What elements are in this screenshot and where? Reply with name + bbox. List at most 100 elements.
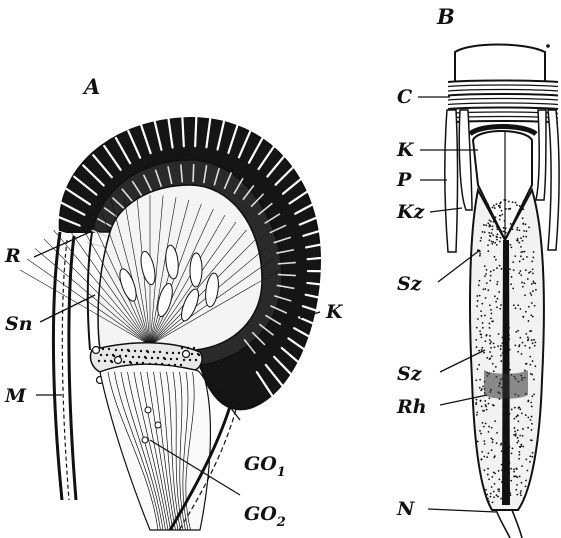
stipple-dot xyxy=(523,497,525,499)
stipple-dot xyxy=(513,418,515,420)
stipple-dot xyxy=(531,395,533,397)
stipple-dot xyxy=(491,476,493,478)
stipple-dot xyxy=(488,500,490,502)
stipple-dot xyxy=(516,239,518,241)
ganglion-cell xyxy=(93,347,100,354)
lens-body xyxy=(98,185,262,350)
stipple-dot xyxy=(528,400,530,402)
stipple-dot xyxy=(509,244,511,246)
stipple-dot xyxy=(480,334,482,336)
stipple-dot xyxy=(510,480,512,482)
ganglion-dot xyxy=(159,351,161,353)
stipple-dot xyxy=(476,411,478,413)
inner-slit xyxy=(193,164,194,182)
stipple-dot xyxy=(490,317,492,319)
stipple-dot xyxy=(489,397,491,399)
stipple-dot xyxy=(476,295,478,297)
stipple-dot xyxy=(493,221,495,223)
stipple-dot xyxy=(512,448,514,450)
stipple-dot xyxy=(503,199,505,201)
stipple-dot xyxy=(524,251,526,253)
stipple-dot xyxy=(517,429,519,431)
stipple-dot xyxy=(490,309,492,311)
panel-a: A R S xyxy=(4,74,344,532)
stipple-dot xyxy=(498,291,500,293)
stipple-dot xyxy=(493,370,495,372)
stipple-dot xyxy=(533,282,535,284)
stipple-dot xyxy=(494,420,496,422)
stipple-dot xyxy=(510,246,512,248)
stipple-dot xyxy=(531,339,533,341)
stipple-dot xyxy=(531,302,533,304)
panel-a-title: A xyxy=(82,74,100,99)
stipple-dot xyxy=(522,435,524,437)
stipple-dot xyxy=(504,220,506,222)
ganglion-dot xyxy=(132,356,134,358)
stipple-dot xyxy=(490,347,492,349)
stipple-dot xyxy=(530,292,532,294)
stipple-dot xyxy=(483,456,485,458)
ganglion-dot xyxy=(183,359,185,361)
pigment-cell-right-outer xyxy=(548,110,559,250)
stipple-dot xyxy=(487,203,489,205)
stipple-dot xyxy=(485,273,487,275)
stipple-dot xyxy=(522,286,524,288)
stipple-dot xyxy=(479,387,481,389)
pigment-cell-left-inner xyxy=(459,110,472,210)
stipple-dot xyxy=(525,333,527,335)
stipple-dot xyxy=(489,280,491,282)
ganglion-dot xyxy=(198,354,200,356)
stipple-dot xyxy=(508,201,510,203)
stipple-dot xyxy=(494,242,496,244)
stipple-dot xyxy=(516,218,518,220)
pigment-cell-left-outer xyxy=(445,110,458,252)
stipple-dot xyxy=(530,314,532,316)
stipple-dot xyxy=(481,451,483,453)
stipple-dot xyxy=(479,379,481,381)
stipple-dot xyxy=(483,469,485,471)
stipple-dot xyxy=(515,435,517,437)
stipple-dot xyxy=(496,442,498,444)
stipple-dot xyxy=(532,272,534,274)
ganglion-dot xyxy=(113,355,115,357)
stipple-dot xyxy=(501,210,503,212)
cornea-layer xyxy=(448,90,558,92)
stipple-dot xyxy=(491,232,493,234)
ganglion-dot xyxy=(98,360,100,362)
ganglion-dot xyxy=(187,347,189,349)
stipple-dot xyxy=(501,230,503,232)
leader-n xyxy=(428,509,496,512)
stipple-dot xyxy=(530,294,532,296)
stipple-dot xyxy=(509,208,511,210)
stipple-dot xyxy=(486,494,488,496)
stipple-dot xyxy=(487,498,489,500)
stipple-dot xyxy=(493,472,495,474)
stipple-dot xyxy=(513,468,515,470)
stipple-dot xyxy=(495,216,497,218)
stipple-dot xyxy=(511,276,513,278)
stipple-dot xyxy=(499,207,501,209)
stipple-dot xyxy=(535,342,537,344)
ganglion-dot xyxy=(164,358,166,360)
stipple-dot xyxy=(512,201,514,203)
cornea-layer xyxy=(448,108,558,110)
stipple-dot xyxy=(514,427,516,429)
stipple-dot xyxy=(499,237,501,239)
label-n: N xyxy=(396,498,415,520)
stipple-dot xyxy=(525,458,527,460)
stipple-dot xyxy=(478,284,480,286)
stipple-dot xyxy=(500,355,502,357)
stipple-dot xyxy=(492,225,494,227)
stipple-dot xyxy=(518,272,520,274)
stipple-dot xyxy=(476,414,478,416)
stipple-dot xyxy=(492,501,494,503)
stipple-dot xyxy=(515,489,517,491)
stipple-dot xyxy=(525,269,527,271)
stipple-dot xyxy=(483,288,485,290)
stipple-dot xyxy=(479,255,481,257)
ganglion-dot xyxy=(140,350,142,352)
stipple-dot xyxy=(517,304,519,306)
stipple-dot xyxy=(476,305,478,307)
muscle-band-inner xyxy=(69,236,76,500)
stipple-dot xyxy=(496,228,498,230)
